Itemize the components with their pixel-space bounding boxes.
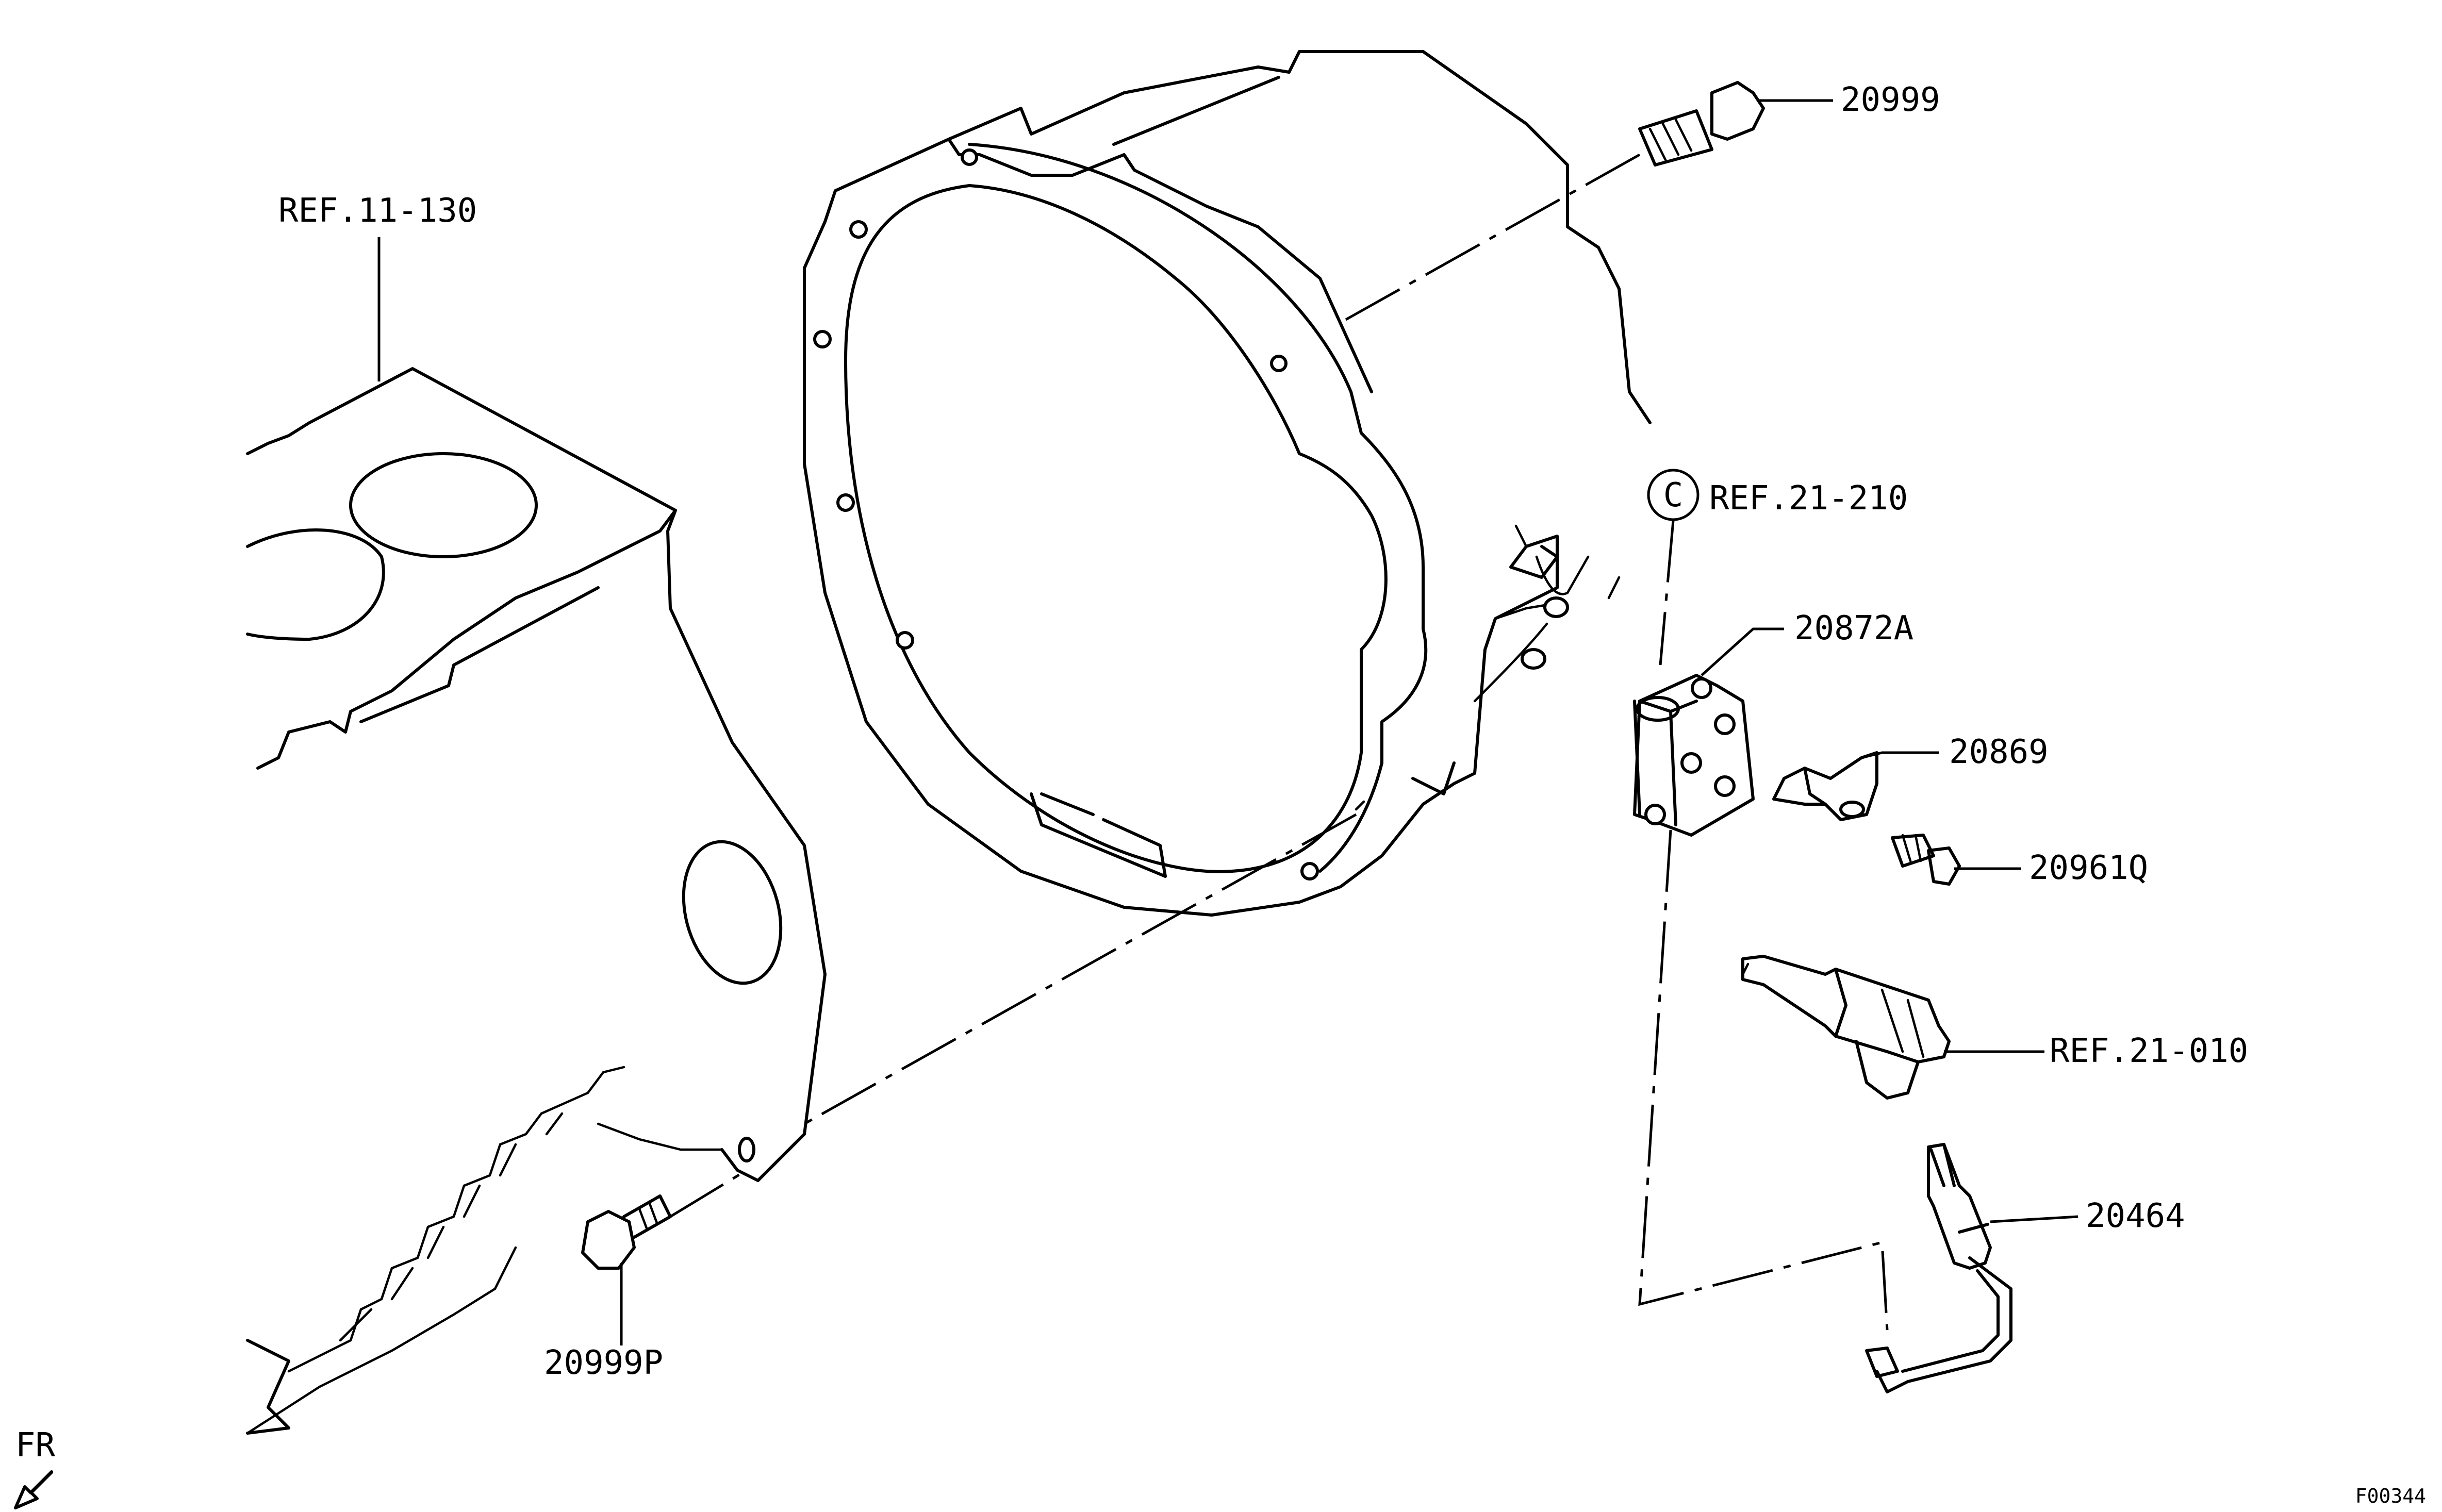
injector (1741, 955, 1951, 1100)
bolt-20999p (581, 1194, 672, 1270)
phantom-lines (669, 153, 1889, 1331)
sensor-20872a (1633, 674, 1755, 837)
front-arrow-icon (14, 1470, 53, 1509)
label-20869: 20869 (1949, 733, 2049, 771)
label-20999: 20999 (1841, 81, 1940, 119)
front-label: FR (15, 1426, 56, 1465)
transmission-housing (803, 50, 1652, 917)
label-ref-21-010: REF.21-010 (2050, 1032, 2248, 1070)
callout-circle-c (1647, 469, 1700, 521)
bracket-20869 (1772, 751, 1878, 821)
sensor-20464 (1865, 1143, 2012, 1393)
bolt-20999 (1638, 81, 1765, 167)
label-20961q: 20961Q (2029, 849, 2148, 887)
bolt-20961q (1891, 834, 1961, 886)
figure-code: F00344 (2355, 1485, 2426, 1507)
callout-label-c: C (1663, 476, 1684, 514)
label-20464: 20464 (2086, 1197, 2185, 1235)
leader-lines (377, 99, 2078, 1345)
label-20872a: 20872A (1794, 609, 1913, 647)
label-20999p: 20999P (544, 1344, 663, 1382)
engine-block (246, 367, 827, 1435)
label-ref-21-210: REF.21-210 (1709, 479, 1908, 518)
label-ref-11-130: REF.11-130 (278, 192, 477, 230)
